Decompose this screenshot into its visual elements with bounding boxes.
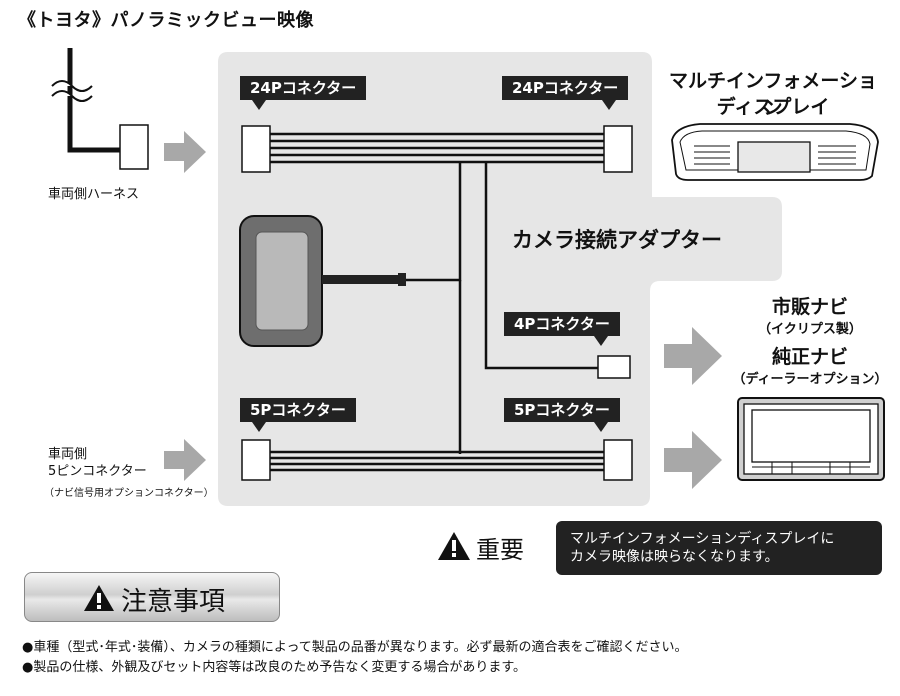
important-text-line2: カメラ映像は映らなくなります。 bbox=[570, 549, 779, 565]
connector-4p-body bbox=[597, 355, 631, 379]
vehicle-5pin-label-line2: 5ピンコネクター bbox=[48, 464, 147, 479]
warning-triangle-icon bbox=[438, 532, 470, 560]
note-line-2: ●製品の仕様、外観及びセット内容等は改良のため予告なく変更する場合があります。 bbox=[22, 660, 527, 675]
adapter-label: カメラ接続アダプター bbox=[512, 228, 722, 252]
caution-title: 注意事項 bbox=[121, 587, 226, 617]
diagram-panel bbox=[218, 52, 782, 506]
connector-5p-left-tag: 5Pコネクター bbox=[240, 398, 356, 432]
page-title: 《トヨタ》パノラミックビュー映像 bbox=[18, 10, 314, 31]
multi-info-display-illustration bbox=[671, 123, 879, 181]
arrow-5pin bbox=[164, 439, 206, 481]
important-message-box: マルチインフォメーションディスプレイに カメラ映像は映らなくなります。 bbox=[556, 521, 882, 575]
connector-24p-left-tag: 24Pコネクター bbox=[240, 76, 367, 110]
nav-market-sub-label: （イクリプス製） bbox=[758, 322, 862, 337]
adapter-module-face bbox=[255, 231, 309, 331]
nav-genuine-label: 純正ナビ bbox=[771, 346, 848, 368]
bottom-wire-bundle bbox=[270, 450, 604, 472]
vehicle-harness-label: 車両側ハーネス bbox=[48, 187, 140, 202]
navigation-unit-illustration bbox=[737, 397, 885, 481]
branch-to-4p bbox=[484, 162, 600, 370]
important-text-line1: マルチインフォメーションディスプレイに bbox=[570, 531, 835, 547]
nav-market-label: 市販ナビ bbox=[771, 296, 848, 318]
vehicle-harness-cable bbox=[67, 48, 120, 153]
connector-5p-right-tag: 5Pコネクター bbox=[504, 398, 620, 432]
vehicle-5pin-label-line1: 車両側 bbox=[48, 447, 88, 462]
caution-banner: 注意事項 bbox=[24, 572, 280, 622]
connector-24p-right-tag: 24Pコネクター bbox=[502, 76, 629, 110]
vehicle-harness-connector bbox=[119, 124, 149, 170]
arrow-nav-bottom bbox=[664, 431, 722, 489]
vehicle-5pin-sub-label: （ナビ信号用オプションコネクター） bbox=[44, 488, 214, 499]
cable-break-mark bbox=[51, 80, 93, 102]
nav-genuine-sub-label: （ディーラーオプション） bbox=[732, 372, 888, 387]
warning-triangle-icon bbox=[84, 585, 114, 611]
connector-24p-right-body bbox=[603, 125, 633, 173]
adapter-module-cable bbox=[322, 275, 402, 284]
important-label: 重要 bbox=[476, 536, 524, 564]
connector-24p-left-body bbox=[241, 125, 271, 173]
connector-4p-tag: 4Pコネクター bbox=[504, 312, 620, 346]
adapter-module-cable-end bbox=[398, 273, 406, 286]
note-line-1: ●車種（型式･年式･装備）、カメラの種類によって製品の品番が異なります。必ず最新… bbox=[22, 640, 688, 655]
arrow-nav-top bbox=[664, 327, 722, 385]
connector-5p-left-body bbox=[241, 439, 271, 481]
arrow-harness bbox=[164, 131, 206, 173]
top-wire-bundle bbox=[270, 132, 604, 164]
display-label-line1: マルチインフォメーション bbox=[668, 70, 878, 119]
display-label-line2: ディスプレイ bbox=[716, 96, 830, 118]
connector-5p-right-body bbox=[603, 439, 633, 481]
